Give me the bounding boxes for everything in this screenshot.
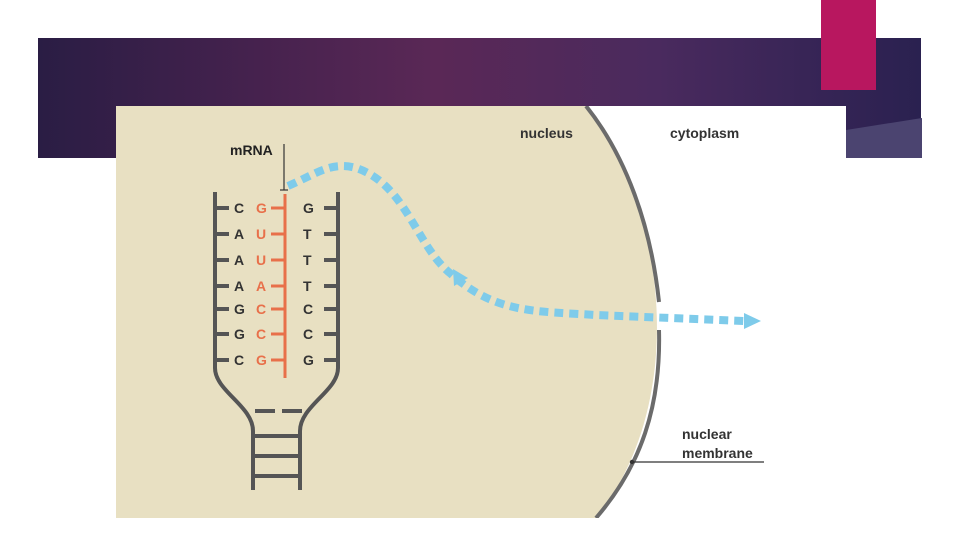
nuclear-membrane-label-line2: membrane	[682, 445, 753, 461]
dna-left-base: A	[234, 252, 244, 268]
mrna-base: C	[256, 326, 266, 342]
dna-left-base: A	[234, 226, 244, 242]
dna-right-base: T	[303, 226, 312, 242]
nuclear-membrane-label-line1: nuclear	[682, 426, 732, 442]
cytoplasm-label: cytoplasm	[670, 125, 739, 141]
accent-bar	[821, 0, 876, 90]
mrna-base: G	[256, 200, 267, 216]
mrna-label: m​RNA	[230, 142, 273, 158]
transcription-figure: C G G A U T A U T A A T G C C G C C C G	[116, 106, 846, 518]
dna-left-base: C	[234, 200, 244, 216]
dna-left-base: A	[234, 278, 244, 294]
dna-left-base: G	[234, 301, 245, 317]
membrane-label-dot	[629, 459, 635, 465]
dna-right-strand	[298, 192, 340, 490]
mrna-path-chevron	[453, 269, 468, 286]
mrna-export-path	[286, 162, 745, 325]
mrna-base: U	[256, 226, 266, 242]
header-wedge	[846, 118, 922, 158]
dna-left-base: G	[234, 326, 245, 342]
mrna-base: G	[256, 352, 267, 368]
mrna-export-arrowhead	[744, 313, 761, 329]
dna-right-base: C	[303, 301, 313, 317]
transcription-diagram: C G G A U T A U T A A T G C C G C C C G	[116, 106, 764, 518]
nucleus-region	[116, 106, 657, 518]
nuclear-membrane	[584, 106, 661, 303]
dna-right-base: T	[303, 278, 312, 294]
nucleus-label: nucleus	[520, 125, 573, 141]
mrna-base: U	[256, 252, 266, 268]
base-letters: C G G A U T A U T A A T G C C G C C C G	[234, 200, 314, 368]
dna-left-base: C	[234, 352, 244, 368]
mrna-strand	[271, 194, 287, 378]
dna-right-base: T	[303, 252, 312, 268]
nuclear-membrane-lower	[594, 329, 662, 518]
dna-right-base: G	[303, 200, 314, 216]
dna-right-base: C	[303, 326, 313, 342]
mrna-base: C	[256, 301, 266, 317]
dna-right-base: G	[303, 352, 314, 368]
dna-left-strand	[213, 192, 255, 490]
dna-molecule	[213, 192, 340, 490]
mrna-base: A	[256, 278, 266, 294]
